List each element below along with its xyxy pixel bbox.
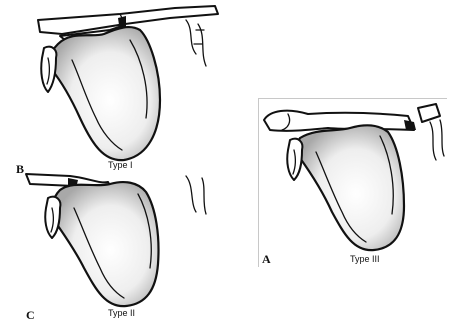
scapula-type-2-illustration [0,172,225,324]
panel-type-1: B Type I [0,0,225,172]
type-label: Type II [108,308,135,318]
panel-type-2: C Type II [0,172,225,324]
scapula-type-3-illustration [258,98,449,270]
type-label: Type I [108,160,133,170]
panel-type-3: A Type III [258,98,449,270]
panel-letter: A [262,252,271,267]
scapula-type-1-illustration [0,0,225,172]
type-label: Type III [350,254,380,264]
panel-letter: C [26,308,35,323]
